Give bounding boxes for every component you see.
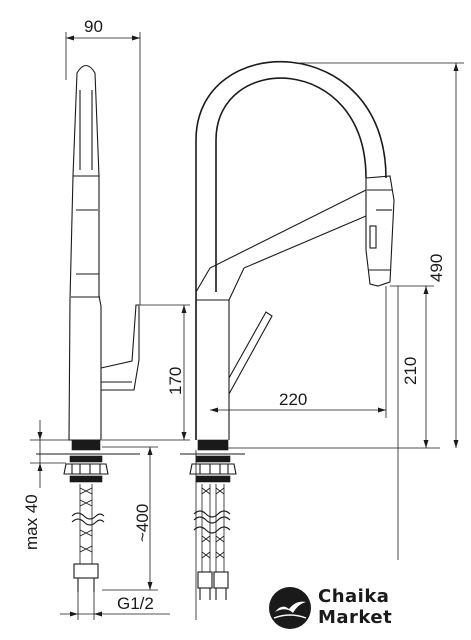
brand-logo: Chaika Market bbox=[268, 584, 468, 636]
brand-name: Chaika Market bbox=[318, 586, 392, 628]
dim-handle-height: 170 bbox=[102, 304, 190, 441]
dim-deck-thickness: max 40 bbox=[22, 420, 72, 550]
faucet-side-view bbox=[36, 64, 140, 592]
dim-reach: 220 bbox=[195, 286, 387, 620]
dim-hose-length-label: ~400 bbox=[133, 504, 152, 542]
seagull-logo-icon bbox=[269, 587, 311, 629]
dim-reach-label: 220 bbox=[279, 390, 307, 409]
brand-name-line2: Market bbox=[318, 607, 393, 628]
hoses-right bbox=[193, 484, 231, 572]
faucet-front-view bbox=[180, 60, 395, 600]
dim-handle-height-label: 170 bbox=[166, 367, 185, 395]
brand-name-line1: Chaika bbox=[318, 586, 390, 607]
dim-thread: G1/2 bbox=[60, 592, 170, 620]
dim-spout-height: 210 bbox=[228, 285, 440, 560]
dim-deck-thickness-label: max 40 bbox=[22, 494, 41, 550]
dim-total-height: 490 bbox=[300, 62, 464, 448]
dim-width-top-label: 90 bbox=[84, 17, 103, 36]
dim-total-height-label: 490 bbox=[427, 254, 446, 282]
dim-width-top: 90 bbox=[65, 17, 141, 305]
hose-left bbox=[71, 484, 105, 564]
dim-hose-length: ~400 bbox=[102, 446, 158, 591]
dim-thread-label: G1/2 bbox=[117, 594, 154, 613]
dim-spout-height-label: 210 bbox=[401, 357, 420, 385]
